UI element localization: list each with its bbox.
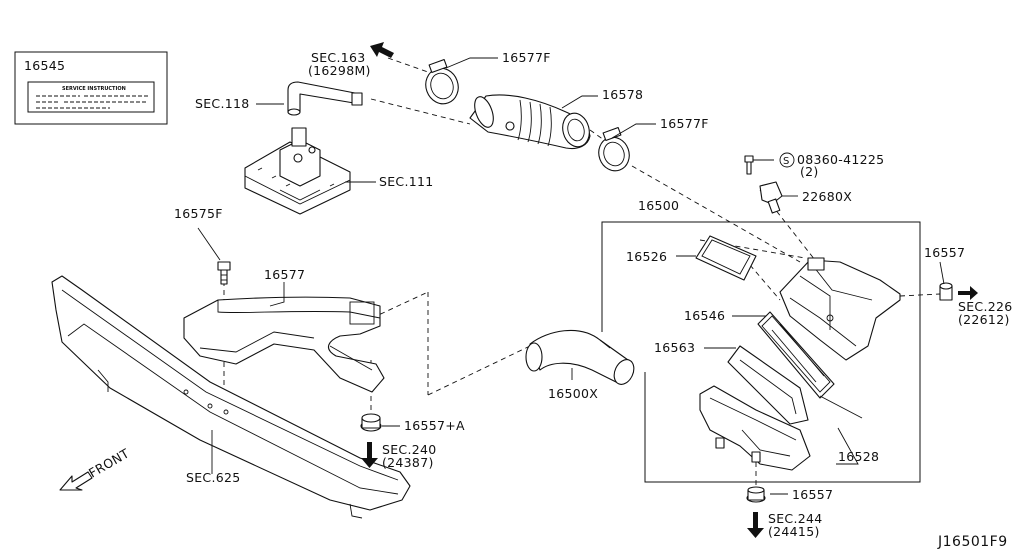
hose-clamp-mid xyxy=(598,126,630,172)
callout-bolt: 08360-41225 xyxy=(797,152,884,167)
grommet-16557-right xyxy=(939,282,953,301)
callout-16577: 16577 xyxy=(264,267,305,282)
arrow-to-sec240 xyxy=(361,442,378,468)
grommet-16557-bottom xyxy=(746,486,766,503)
cover-16526 xyxy=(695,235,757,281)
bolt-08360 xyxy=(744,155,754,175)
grommet-16557A xyxy=(360,413,382,432)
assembly-frame xyxy=(601,221,921,483)
inlet-duct-16500X xyxy=(525,329,635,385)
callout-sec625: SEC.625 xyxy=(186,470,241,485)
callout-sec226-sub: (22612) xyxy=(958,312,1010,327)
direction-arrows xyxy=(59,42,978,538)
callout-sec111: SEC.111 xyxy=(379,174,434,189)
callout-16563: 16563 xyxy=(654,340,695,355)
callout-labels: 16577F 16578 16577F SEC.163 (16298M) SEC… xyxy=(86,50,1013,550)
callout-16557-bottom: 16557 xyxy=(792,487,833,502)
hose-clamp-top xyxy=(425,58,459,105)
front-arrow xyxy=(59,471,93,491)
front-label: FRONT xyxy=(86,445,132,480)
valve-cover xyxy=(244,127,351,215)
callout-sec163: SEC.163 xyxy=(311,50,366,65)
callout-22680X: 22680X xyxy=(802,189,852,204)
mass-air-flow-sensor xyxy=(759,181,783,214)
callout-sec226: SEC.226 xyxy=(958,299,1013,314)
label-box-caption: SERVICE INSTRUCTION xyxy=(62,86,126,92)
callout-16578: 16578 xyxy=(602,87,643,102)
callout-16528: 16528 xyxy=(838,449,879,464)
callout-sec240: SEC.240 xyxy=(382,442,437,457)
clip-16575F xyxy=(217,261,231,285)
breather-hose xyxy=(287,81,363,116)
leader-lines xyxy=(197,57,945,495)
callout-16557A: 16557+A xyxy=(404,418,465,433)
arrow-to-sec226 xyxy=(958,286,978,300)
callout-16577F-mid: 16577F xyxy=(660,116,709,131)
callout-sec118: SEC.118 xyxy=(195,96,250,111)
s-symbol-letter: S xyxy=(783,156,790,167)
callout-16500X: 16500X xyxy=(548,386,598,401)
callout-16557-right: 16557 xyxy=(924,245,965,260)
core-support xyxy=(51,275,411,519)
callout-sec244-sub: (24415) xyxy=(768,524,820,539)
callout-bolt-qty: (2) xyxy=(800,164,819,179)
callout-16546: 16546 xyxy=(684,308,725,323)
reference-code: J16501F9 xyxy=(937,534,1008,550)
callout-sec244: SEC.244 xyxy=(768,511,823,526)
filter-frame-16563 xyxy=(727,345,809,425)
intake-duct xyxy=(469,94,591,150)
arrow-to-sec244 xyxy=(747,512,764,538)
callout-16526: 16526 xyxy=(626,249,667,264)
s-symbol-icon xyxy=(779,152,795,168)
callout-sec163-sub: (16298M) xyxy=(308,63,371,78)
callout-16500: 16500 xyxy=(638,198,679,213)
callout-16577F-top: 16577F xyxy=(502,50,551,65)
arrow-to-sec163 xyxy=(370,42,394,58)
callout-16575F: 16575F xyxy=(174,206,223,221)
callout-sec240-sub: (24387) xyxy=(382,455,434,470)
air-cleaner-upper-case xyxy=(779,257,901,361)
service-label-box: 16545 SERVICE INSTRUCTION xyxy=(14,51,168,125)
label-box-part-number: 16545 xyxy=(24,58,65,73)
air-duct-16577 xyxy=(183,296,385,393)
air-cleaner-lower-case xyxy=(699,385,811,471)
